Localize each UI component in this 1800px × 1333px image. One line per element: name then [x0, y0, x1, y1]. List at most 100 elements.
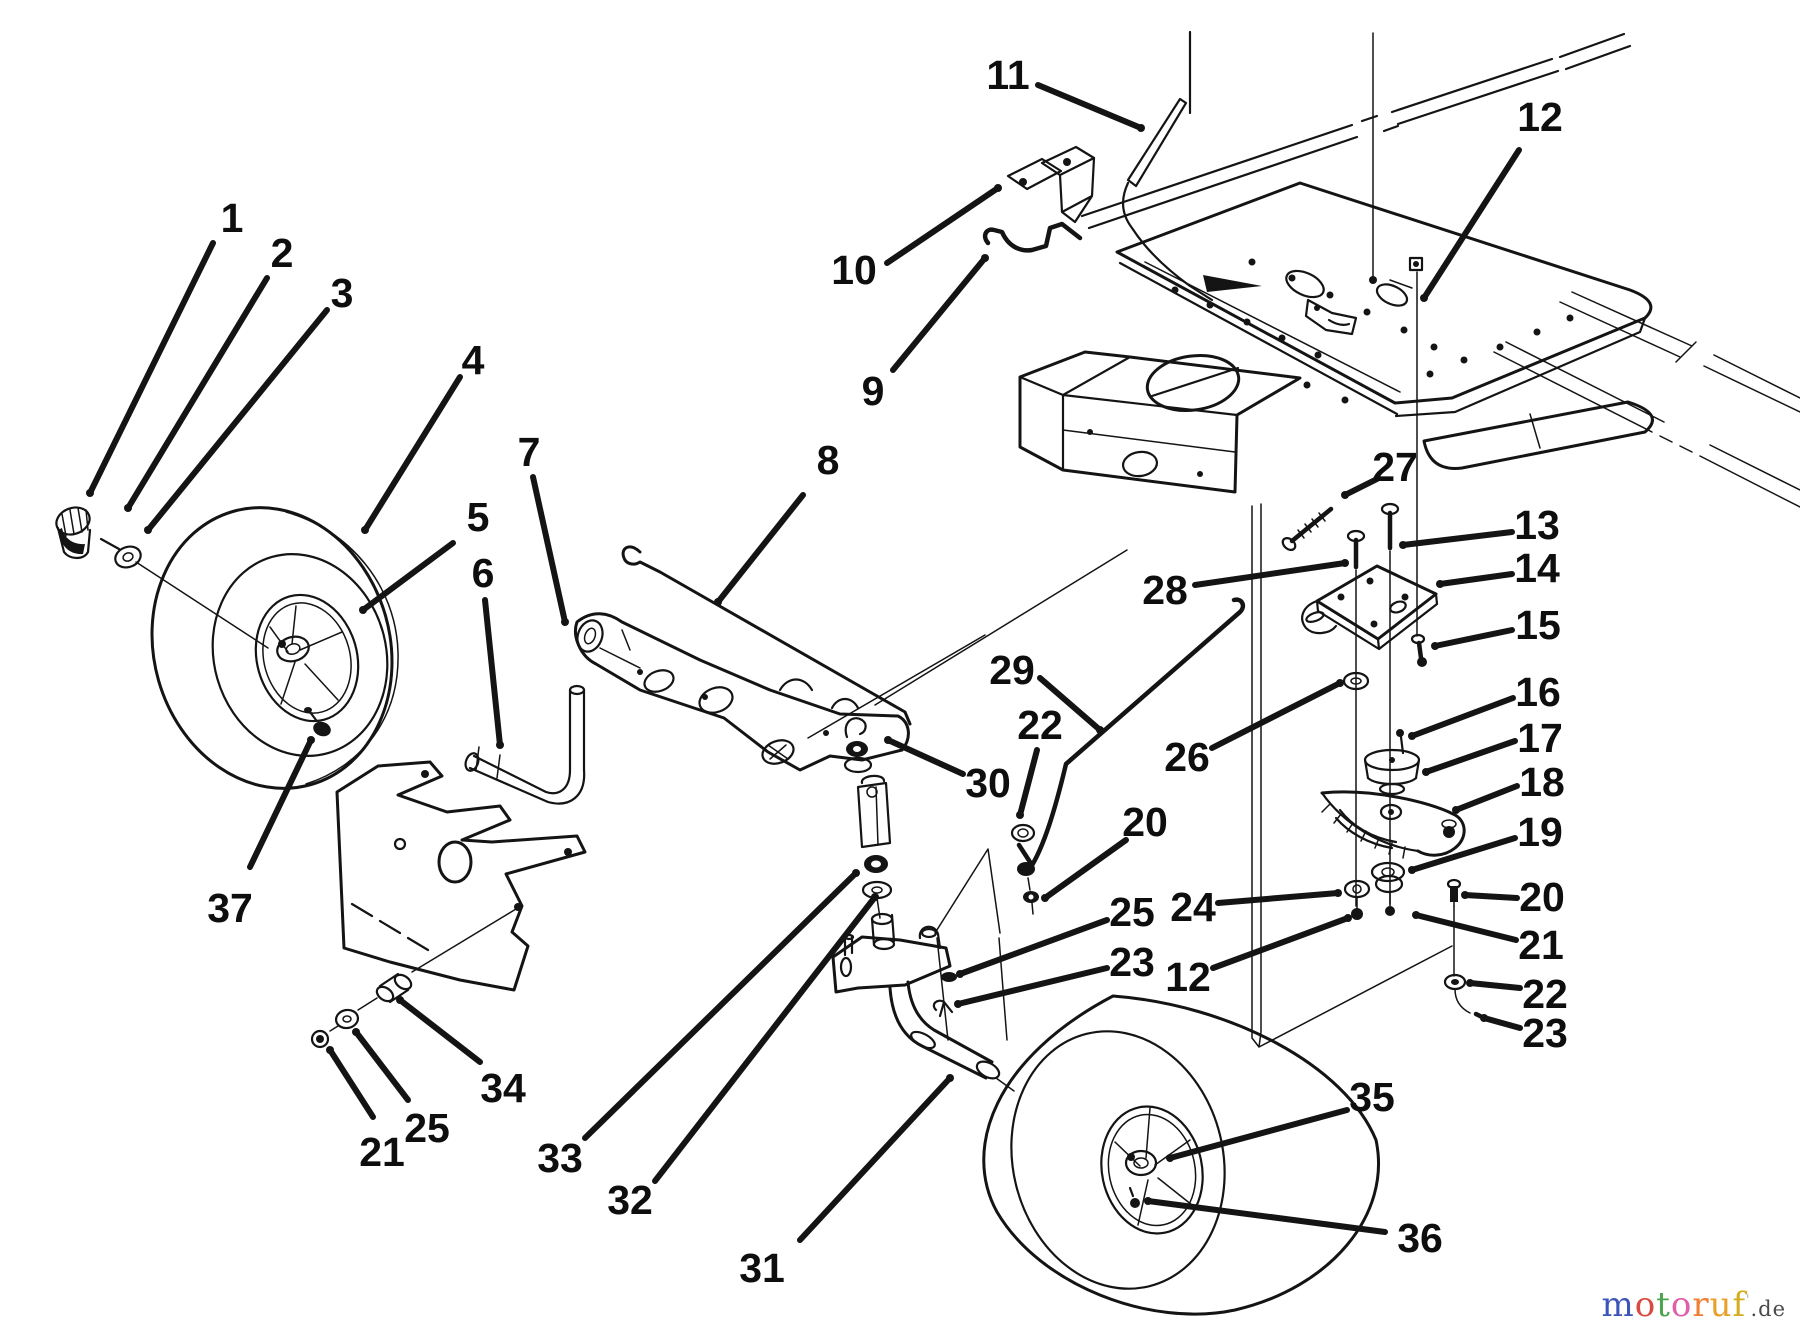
spacer-34 — [375, 972, 413, 1004]
callout-17: 17 — [1517, 715, 1563, 761]
brake-rod-9 — [982, 221, 1083, 253]
washer-25-left — [334, 1008, 360, 1030]
rear-wheel-spokes — [1114, 1107, 1193, 1226]
leader-line-14 — [1437, 571, 1515, 587]
leader-line-12 — [1210, 915, 1351, 971]
leader-line-17 — [1423, 738, 1518, 775]
leader-dot-17 — [1422, 768, 1430, 776]
leader-dot-5 — [359, 606, 367, 614]
right-tall-panel — [1251, 503, 1453, 1048]
leader-line-25 — [957, 917, 1110, 977]
leader-line-2 — [125, 275, 270, 511]
callout-16: 16 — [1515, 669, 1561, 715]
leader-dot-10 — [994, 184, 1002, 192]
leader-line-13 — [1400, 529, 1515, 548]
leader-line-21 — [1413, 912, 1519, 943]
callout-15: 15 — [1515, 602, 1561, 648]
leader-dot-4 — [361, 526, 369, 534]
washer-pin-21 — [1374, 874, 1404, 916]
callout-8: 8 — [817, 437, 840, 483]
leader-dot-32 — [871, 893, 879, 901]
callout-32: 32 — [607, 1177, 653, 1223]
watermark-letter: o — [1670, 1285, 1693, 1325]
leader-dot-19 — [1408, 866, 1416, 874]
callout-14: 14 — [1514, 545, 1560, 591]
kingpin-stack — [843, 717, 896, 951]
leader-line-27 — [1342, 476, 1380, 498]
watermark-letter: f — [1732, 1285, 1747, 1325]
callout-22: 22 — [1522, 971, 1568, 1017]
leader-line-23 — [1481, 1015, 1523, 1031]
nut-21-left — [310, 1029, 330, 1049]
leader-line-12 — [1421, 147, 1522, 301]
callout-3: 3 — [331, 270, 354, 316]
washer-3 — [99, 537, 269, 649]
front-panel — [934, 848, 1008, 1041]
bolt-15 — [1410, 633, 1427, 667]
grease-fitting-37 — [304, 707, 331, 737]
callout-1: 1 — [221, 195, 244, 241]
leader-line-37 — [247, 737, 314, 870]
leader-dot-31 — [946, 1074, 954, 1082]
washer-pin-24 — [1343, 879, 1371, 920]
watermark-letter: r — [1692, 1285, 1710, 1325]
front-wheel-spokes — [269, 605, 343, 705]
leader-dot-34 — [396, 996, 404, 1004]
callout-23: 23 — [1522, 1010, 1568, 1056]
leader-dot-26 — [1336, 679, 1344, 687]
pin-16 — [1396, 729, 1404, 737]
callout-33: 33 — [537, 1135, 583, 1181]
watermark-domain: .de — [1750, 1297, 1786, 1321]
callout-5: 5 — [467, 494, 490, 540]
washer-19 — [1370, 861, 1406, 883]
leader-line-22 — [1467, 980, 1523, 991]
leader-dot-25 — [352, 1028, 360, 1036]
callout-11: 11 — [986, 52, 1029, 98]
plate-14 — [1301, 564, 1439, 651]
leader-line-31 — [797, 1075, 953, 1243]
callout-10: 10 — [831, 247, 877, 293]
leader-line-1 — [87, 240, 216, 496]
leader-line-21 — [327, 1047, 376, 1120]
leader-dot-14 — [1436, 580, 1444, 588]
callout-28: 28 — [1142, 567, 1188, 613]
leader-line-22 — [1017, 747, 1040, 818]
callout-35: 35 — [1349, 1074, 1395, 1120]
leader-dot-21 — [326, 1046, 334, 1054]
watermark-letter: m — [1601, 1285, 1635, 1325]
leader-dot-30 — [884, 736, 892, 744]
callout-26: 26 — [1164, 734, 1210, 780]
leader-dot-15 — [1431, 642, 1439, 650]
leader-line-20 — [1462, 892, 1520, 901]
leader-line-5 — [360, 540, 456, 613]
callout-12: 12 — [1517, 94, 1563, 140]
leader-line-30 — [885, 737, 966, 777]
leader-dot-27 — [1341, 491, 1349, 499]
leader-dot-16 — [1408, 732, 1416, 740]
bolt-20-right — [1446, 878, 1462, 907]
front-hub — [276, 635, 310, 663]
leader-line-36 — [1145, 1198, 1388, 1235]
leader-dot-20 — [1461, 891, 1469, 899]
leader-dot-12 — [1420, 294, 1428, 302]
leader-line-4 — [362, 374, 463, 533]
leader-dot-28 — [1341, 559, 1349, 567]
grommet-22-right — [1443, 973, 1467, 991]
callout-13: 13 — [1514, 502, 1560, 548]
callout-21: 21 — [359, 1129, 405, 1175]
leader-dot-23 — [1480, 1014, 1488, 1022]
leader-dot-36 — [1144, 1197, 1152, 1205]
leader-dot-8 — [714, 598, 722, 606]
bushing-17 — [1363, 748, 1421, 796]
callout-23: 23 — [1109, 939, 1155, 985]
leader-dot-24 — [1334, 889, 1342, 897]
rear-wheel — [982, 994, 1380, 1316]
leader-line-11 — [1035, 82, 1144, 131]
leader-line-7 — [530, 474, 568, 625]
callout-29: 29 — [989, 647, 1035, 693]
callout-34: 34 — [480, 1065, 526, 1111]
leader-line-19 — [1409, 835, 1518, 873]
leader-line-15 — [1432, 627, 1515, 649]
